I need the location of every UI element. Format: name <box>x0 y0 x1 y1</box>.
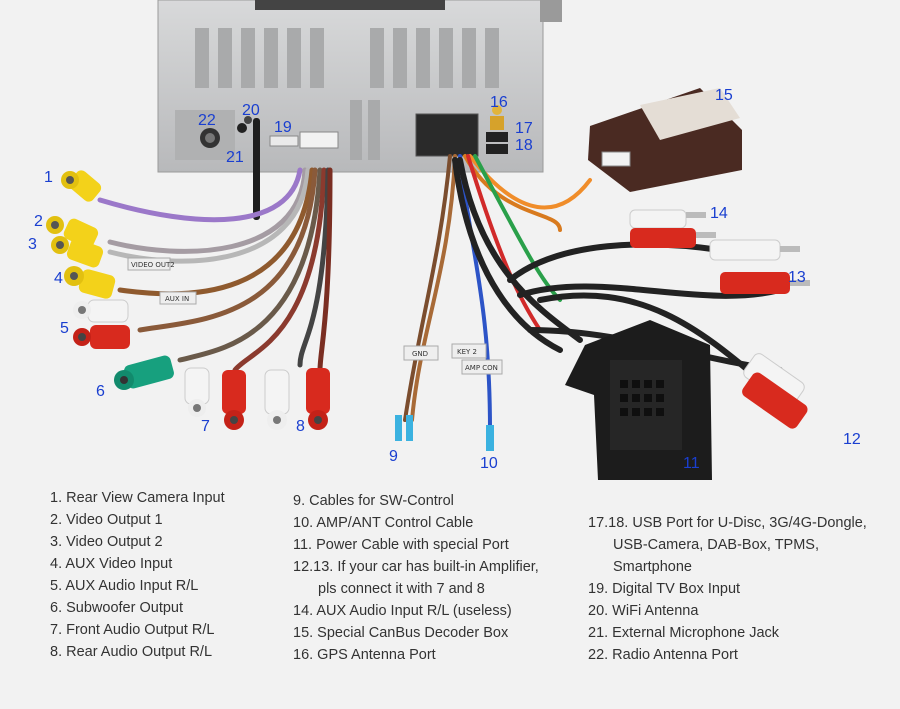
wire-tag-gnd-text: GND <box>412 350 428 358</box>
rca-amplifier-12 <box>742 353 808 429</box>
rca-aux-audio-input <box>73 299 130 349</box>
callout-3: 3 <box>28 236 37 253</box>
callout-4: 4 <box>54 270 63 287</box>
legend-item-4: 4. AUX Video Input <box>50 556 173 572</box>
rca-aux-video-input <box>64 266 116 299</box>
callout-15: 15 <box>715 87 733 104</box>
head-unit-back-panel <box>157 0 562 173</box>
legend-item-9: 9. Cables for SW-Control <box>293 493 454 509</box>
callout-12: 12 <box>843 431 861 448</box>
legend-item-14: 14. AUX Audio Input R/L (useless) <box>293 603 512 619</box>
digital-tv-box-port <box>269 135 299 147</box>
callout-2: 2 <box>34 213 43 230</box>
legend-item-20: 20. WiFi Antenna <box>588 603 699 619</box>
legend-item-17-18-cont2: Smartphone <box>613 559 692 575</box>
legend-item-1: 1. Rear View Camera Input <box>50 490 225 506</box>
callout-1: 1 <box>44 169 53 186</box>
wire-tag-amp-con-text: AMP CON <box>465 364 498 372</box>
wire-tag-video-out2: VIDEO OUT2 <box>127 257 175 271</box>
wire-tag-key2-text: KEY 2 <box>457 348 477 356</box>
wire-tag-aux-in: AUX IN <box>159 291 197 305</box>
legend-item-2: 2. Video Output 1 <box>50 512 163 528</box>
legend-item-22: 22. Radio Antenna Port <box>588 647 738 663</box>
wifi-antenna <box>244 116 260 220</box>
wire-tag-amp-con: AMP CON <box>461 359 503 375</box>
callout-7: 7 <box>201 418 210 435</box>
microphone-jack <box>237 123 247 133</box>
rca-amplifier-13 <box>709 239 810 294</box>
legend-item-19: 19. Digital TV Box Input <box>588 581 741 597</box>
legend-item-8: 8. Rear Audio Output R/L <box>50 644 213 660</box>
sw-control-cable-ends <box>395 415 413 441</box>
rca-rear-audio-output <box>264 368 330 430</box>
canbus-decoder-box <box>588 88 742 192</box>
control-wires <box>403 154 783 432</box>
legend-item-12-13: 12.13. If your car has built-in Amplifie… <box>293 559 539 575</box>
callout-8: 8 <box>296 418 305 435</box>
legend-item-12-13-cont: pls connect it with 7 and 8 <box>318 581 485 597</box>
wire-tag-key2: KEY 2 <box>451 343 487 359</box>
legend-item-6: 6. Subwoofer Output <box>50 600 183 616</box>
legend-column-1: 1. Rear View Camera Input 2. Video Outpu… <box>50 487 225 663</box>
callout-9: 9 <box>389 448 398 465</box>
legend-column-2: 9. Cables for SW-Control 10. AMP/ANT Con… <box>293 490 539 666</box>
callout-17: 17 <box>515 120 533 137</box>
wiring-diagram: VIDEO OUT2 AUX IN KEY 2 GND AMP CON <box>28 0 861 480</box>
callout-numbers: 1 2 3 4 5 6 7 8 9 10 11 12 13 14 15 16 1… <box>28 87 861 472</box>
main-harness-socket <box>299 113 479 157</box>
legend-item-15: 15. Special CanBus Decoder Box <box>293 625 509 641</box>
usb-ports <box>486 132 508 154</box>
wire-tag-aux-in-text: AUX IN <box>165 295 189 303</box>
legend-item-5: 5. AUX Audio Input R/L <box>50 578 199 594</box>
legend-item-11: 11. Power Cable with special Port <box>293 537 509 553</box>
rca-front-audio-output <box>184 367 246 430</box>
rca-subwoofer-output <box>114 355 174 390</box>
radio-antenna-port <box>200 128 220 148</box>
callout-21: 21 <box>226 149 244 166</box>
legend-item-17-18-cont1: USB-Camera, DAB-Box, TPMS, <box>613 537 820 553</box>
wire-tag-video-out2-text: VIDEO OUT2 <box>131 261 175 269</box>
legend-column-3: 17.18. USB Port for U-Disc, 3G/4G-Dongle… <box>588 512 867 666</box>
callout-14: 14 <box>710 205 728 222</box>
gps-antenna-port <box>490 105 504 130</box>
callout-22: 22 <box>198 112 216 129</box>
power-connector <box>565 320 712 480</box>
legend-item-17-18: 17.18. USB Port for U-Disc, 3G/4G-Dongle… <box>588 515 867 531</box>
harness-wires <box>97 167 333 373</box>
legend-item-10: 10. AMP/ANT Control Cable <box>293 515 474 531</box>
wire-tag-gnd: GND <box>403 345 439 361</box>
callout-11: 11 <box>683 455 700 472</box>
legend-item-16: 16. GPS Antenna Port <box>293 647 436 663</box>
callout-20: 20 <box>242 102 260 119</box>
rca-rear-camera-input <box>61 170 102 202</box>
legend-item-7: 7. Front Audio Output R/L <box>50 622 215 638</box>
amp-ant-cable-end <box>486 425 494 451</box>
callout-18: 18 <box>515 137 533 154</box>
callout-10: 10 <box>480 455 498 472</box>
callout-19: 19 <box>274 119 292 136</box>
legend-item-21: 21. External Microphone Jack <box>588 625 780 641</box>
callout-13: 13 <box>788 269 806 286</box>
legend-item-3: 3. Video Output 2 <box>50 534 163 550</box>
callout-6: 6 <box>96 383 105 400</box>
callout-16: 16 <box>490 94 508 111</box>
rca-video-output-2 <box>51 236 104 268</box>
rca-aux-audio-input-useless <box>629 209 716 248</box>
callout-5: 5 <box>60 320 69 337</box>
